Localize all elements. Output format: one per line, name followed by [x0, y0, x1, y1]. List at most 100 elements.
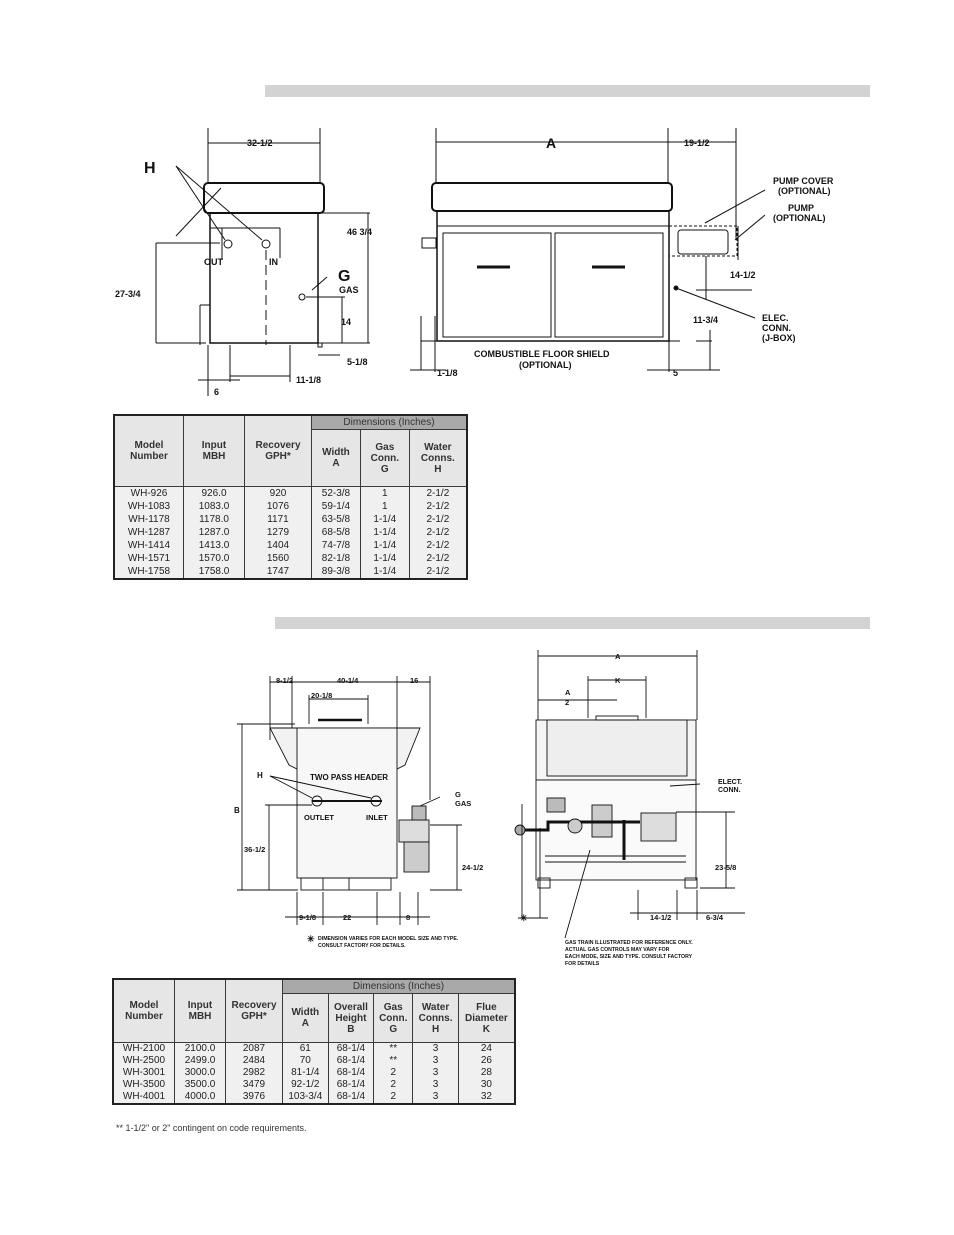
table-cell: 1404: [244, 539, 312, 552]
dim-1-1-8: 1-1/8: [437, 368, 458, 378]
table-cell: 26: [457, 1055, 516, 1067]
label-G-2: G: [455, 790, 461, 799]
label-outlet: OUTLET: [304, 813, 334, 822]
table-cell: 1747: [244, 565, 312, 580]
dim-A-2: A: [615, 652, 621, 661]
label-pump: PUMP: [788, 203, 814, 213]
label-elect: ELECT.: [718, 779, 742, 786]
dim-5: 5: [673, 368, 678, 378]
table-cell: 1-1/4: [359, 526, 410, 539]
dim-14: 14: [341, 317, 351, 327]
dim-40-1q: 40-1/4: [337, 676, 359, 685]
group-dimensions-2: Dimensions (Inches): [282, 978, 516, 994]
label-out: OUT: [204, 257, 224, 267]
table-cell: 3000.0: [174, 1067, 226, 1079]
table-cell: 3: [412, 1091, 459, 1105]
table-cell: WH-3001: [112, 1067, 175, 1079]
table-cell: 926.0: [183, 486, 245, 500]
table-cell: 1-1/4: [359, 513, 410, 526]
label-optional-2: (OPTIONAL): [773, 213, 826, 223]
table-cell: 2: [373, 1079, 414, 1091]
table-cell: 68-1/4: [327, 1042, 375, 1055]
table-cell: 68-1/4: [327, 1055, 375, 1067]
dim-46-3q: 46 3/4: [347, 227, 372, 237]
dim-K: K: [615, 676, 621, 685]
table-cell: 1178.0: [183, 513, 245, 526]
dim-36-half: 36-1/2: [244, 845, 265, 854]
table-cell: 3500.0: [174, 1079, 226, 1091]
table-cell: 59-1/4: [311, 500, 361, 513]
note2-line3: EACH MODE, SIZE AND TYPE. CONSULT FACTOR…: [565, 954, 693, 960]
section-2-header-bar: [275, 617, 870, 629]
group-dimensions: Dimensions (Inches): [311, 414, 468, 430]
table-cell: 89-3/8: [311, 565, 361, 580]
table-cell: 2: [373, 1067, 414, 1079]
table-cell: 2-1/2: [408, 526, 468, 539]
dim-8-half: 8-1/2: [276, 676, 293, 685]
table-cell: 2484: [225, 1055, 283, 1067]
dim-19-half: 19-1/2: [684, 138, 710, 148]
dim-A-half-num: A: [565, 688, 571, 697]
label-H: H: [144, 160, 156, 177]
table-cell: 2499.0: [174, 1055, 226, 1067]
dim-23-5-8: 23-5/8: [715, 863, 736, 872]
table-cell: WH-4001: [112, 1091, 175, 1105]
table-cell: 2-1/2: [408, 552, 468, 565]
table-cell: 103-3/4: [282, 1091, 329, 1105]
table-cell: WH-1178: [113, 513, 184, 526]
table-cell: 1-1/4: [359, 539, 410, 552]
table-cell: 2087: [225, 1042, 283, 1055]
table-cell: 68-1/4: [327, 1079, 375, 1091]
table-cell: 52-3/8: [311, 486, 361, 500]
table-cell: 82-1/8: [311, 552, 361, 565]
label-optional-3: (OPTIONAL): [519, 360, 572, 370]
label-inlet: INLET: [366, 813, 388, 822]
table-cell: 68-1/4: [327, 1091, 375, 1105]
table-cell: 2: [373, 1091, 414, 1105]
table-cell: 32: [457, 1091, 516, 1105]
table-cell: WH-2500: [112, 1055, 175, 1067]
table-cell: 2982: [225, 1067, 283, 1079]
dim-A-half-den: 2: [565, 698, 569, 707]
table-cell: 61: [282, 1042, 329, 1055]
note2-line2: ACTUAL GAS CONTROLS MAY VARY FOR: [565, 947, 670, 953]
label-G: G: [338, 268, 350, 285]
table-cell: 1-1/4: [359, 552, 410, 565]
table-cell: 24: [457, 1042, 516, 1055]
label-two-pass: TWO PASS HEADER: [310, 773, 388, 782]
table-cell: WH-926: [113, 486, 184, 500]
dim-16: 16: [410, 676, 418, 685]
star-mark: ✳: [520, 913, 528, 923]
dim-11-3q: 11-3/4: [693, 315, 718, 325]
dim-6: 6: [214, 387, 219, 397]
table-cell: 70: [282, 1055, 329, 1067]
table-cell: 1-1/4: [359, 565, 410, 580]
table-cell: 81-1/4: [282, 1067, 329, 1079]
label-floor-shield: COMBUSTIBLE FLOOR SHIELD: [474, 349, 610, 359]
front-view-2: [514, 650, 745, 939]
dim-14-half: 14-1/2: [730, 270, 756, 280]
table-cell: WH-2100: [112, 1042, 175, 1055]
note1-star: ✳: [307, 934, 315, 944]
table-cell: 1076: [244, 500, 312, 513]
table-cell: 2-1/2: [408, 500, 468, 513]
table-cell: 28: [457, 1067, 516, 1079]
